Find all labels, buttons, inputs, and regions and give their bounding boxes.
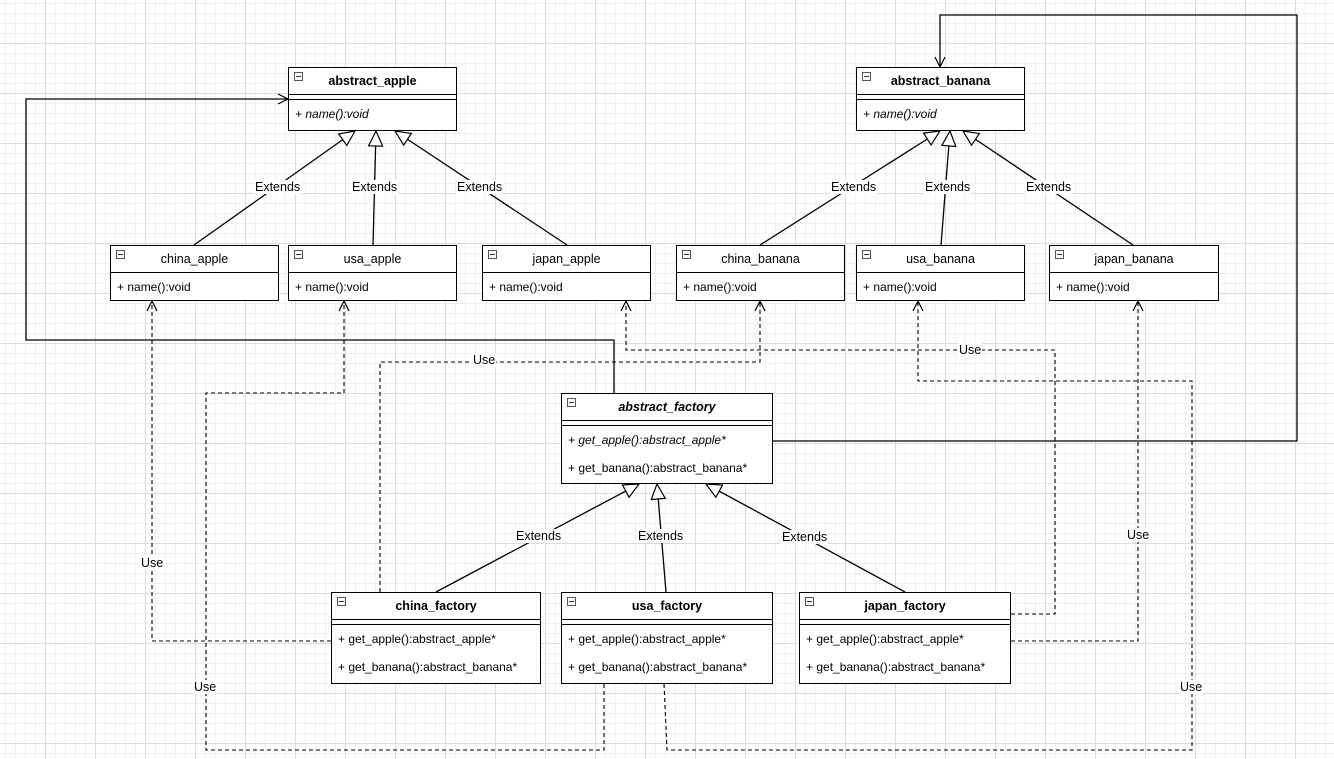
extends-label: Extends	[637, 529, 685, 543]
attribute-divider	[289, 95, 456, 100]
class-japan-apple[interactable]: japan_apple + name():void	[482, 245, 651, 301]
use-edge-usa-factory-to-usa-banana	[663, 301, 1193, 751]
class-china-apple[interactable]: china_apple + name():void	[110, 245, 279, 301]
class-method: + name():void	[863, 107, 937, 121]
use-label: Use	[1179, 680, 1204, 694]
class-header: abstract_apple	[289, 68, 456, 95]
class-name: japan_factory	[864, 599, 946, 613]
use-label: Use	[140, 556, 165, 570]
collapse-icon[interactable]	[294, 250, 303, 259]
class-name: abstract_banana	[890, 74, 991, 88]
collapse-icon[interactable]	[337, 597, 346, 606]
class-name: china_banana	[721, 252, 800, 266]
class-header: usa_factory	[562, 593, 772, 620]
class-name: china_apple	[160, 252, 229, 266]
class-header: japan_banana	[1050, 246, 1218, 273]
extends-label: Extends	[515, 529, 563, 543]
class-method: + get_banana():abstract_banana*	[806, 660, 986, 674]
collapse-icon[interactable]	[1055, 250, 1064, 259]
class-name: usa_factory	[631, 599, 703, 613]
class-method: + name():void	[489, 280, 563, 294]
collapse-icon[interactable]	[294, 72, 303, 81]
class-name: abstract_factory	[618, 400, 716, 414]
collapse-icon[interactable]	[862, 72, 871, 81]
collapse-icon[interactable]	[488, 250, 497, 259]
class-china-factory[interactable]: china_factory + get_apple():abstract_app…	[331, 592, 541, 684]
extends-label: Extends	[254, 180, 302, 194]
class-name: abstract_apple	[328, 74, 417, 88]
class-header: china_apple	[111, 246, 278, 273]
attribute-divider	[800, 620, 1010, 625]
class-header: usa_apple	[289, 246, 456, 273]
use-edge-china-factory-to-china-banana	[379, 301, 760, 592]
class-japan-factory[interactable]: japan_factory + get_apple():abstract_app…	[799, 592, 1011, 684]
class-method: + name():void	[683, 280, 757, 294]
use-label: Use	[193, 680, 218, 694]
class-abstract-apple[interactable]: abstract_apple + name():void	[288, 67, 457, 131]
use-label: Use	[1126, 528, 1151, 542]
collapse-icon[interactable]	[862, 250, 871, 259]
class-method: + get_banana():abstract_banana*	[568, 660, 748, 674]
extends-label: Extends	[924, 180, 972, 194]
class-usa-apple[interactable]: usa_apple + name():void	[288, 245, 457, 301]
class-name: usa_banana	[906, 252, 975, 266]
association-edge-factory-to-banana	[773, 14, 1298, 442]
class-header: abstract_factory	[562, 394, 772, 421]
class-header: china_factory	[332, 593, 540, 620]
class-abstract-banana[interactable]: abstract_banana + name():void	[856, 67, 1025, 131]
attribute-divider	[332, 620, 540, 625]
class-method: + name():void	[117, 280, 191, 294]
class-method: + get_apple():abstract_apple*	[568, 632, 726, 646]
collapse-icon[interactable]	[567, 597, 576, 606]
extends-label: Extends	[781, 530, 829, 544]
collapse-icon[interactable]	[682, 250, 691, 259]
class-header: japan_factory	[800, 593, 1010, 620]
class-name: japan_banana	[1094, 252, 1174, 266]
use-edge-japan-factory-to-japan-banana	[1011, 301, 1138, 642]
use-edge-china-factory-to-china-apple	[152, 301, 331, 642]
class-method: + name():void	[1056, 280, 1130, 294]
class-method: + get_apple():abstract_apple*	[568, 433, 726, 447]
class-method: + name():void	[863, 280, 937, 294]
class-name: china_factory	[395, 599, 477, 613]
use-edge-usa-factory-to-usa-apple	[205, 301, 605, 751]
class-header: china_banana	[677, 246, 844, 273]
class-header: japan_apple	[483, 246, 650, 273]
use-edge-japan-factory-to-japan-apple	[626, 301, 1056, 615]
association-edge-factory-to-apple	[25, 99, 615, 393]
class-name: japan_apple	[532, 252, 601, 266]
extends-label: Extends	[351, 180, 399, 194]
class-method: + get_banana():abstract_banana*	[338, 660, 518, 674]
use-label: Use	[472, 353, 497, 367]
class-name: usa_apple	[343, 252, 402, 266]
class-usa-banana[interactable]: usa_banana + name():void	[856, 245, 1025, 301]
extends-label: Extends	[456, 180, 504, 194]
use-label: Use	[958, 343, 983, 357]
class-method: + get_banana():abstract_banana*	[568, 461, 748, 475]
class-japan-banana[interactable]: japan_banana + name():void	[1049, 245, 1219, 301]
attribute-divider	[857, 95, 1024, 100]
class-abstract-factory[interactable]: abstract_factory + get_apple():abstract_…	[561, 393, 773, 484]
class-header: abstract_banana	[857, 68, 1024, 95]
attribute-divider	[562, 421, 772, 426]
class-china-banana[interactable]: china_banana + name():void	[676, 245, 845, 301]
extends-label: Extends	[830, 180, 878, 194]
class-header: usa_banana	[857, 246, 1024, 273]
attribute-divider	[562, 620, 772, 625]
class-method: + name():void	[295, 280, 369, 294]
collapse-icon[interactable]	[567, 398, 576, 407]
collapse-icon[interactable]	[805, 597, 814, 606]
extends-label: Extends	[1025, 180, 1073, 194]
class-method: + get_apple():abstract_apple*	[338, 632, 496, 646]
class-method: + name():void	[295, 107, 369, 121]
class-method: + get_apple():abstract_apple*	[806, 632, 964, 646]
class-usa-factory[interactable]: usa_factory + get_apple():abstract_apple…	[561, 592, 773, 684]
collapse-icon[interactable]	[116, 250, 125, 259]
